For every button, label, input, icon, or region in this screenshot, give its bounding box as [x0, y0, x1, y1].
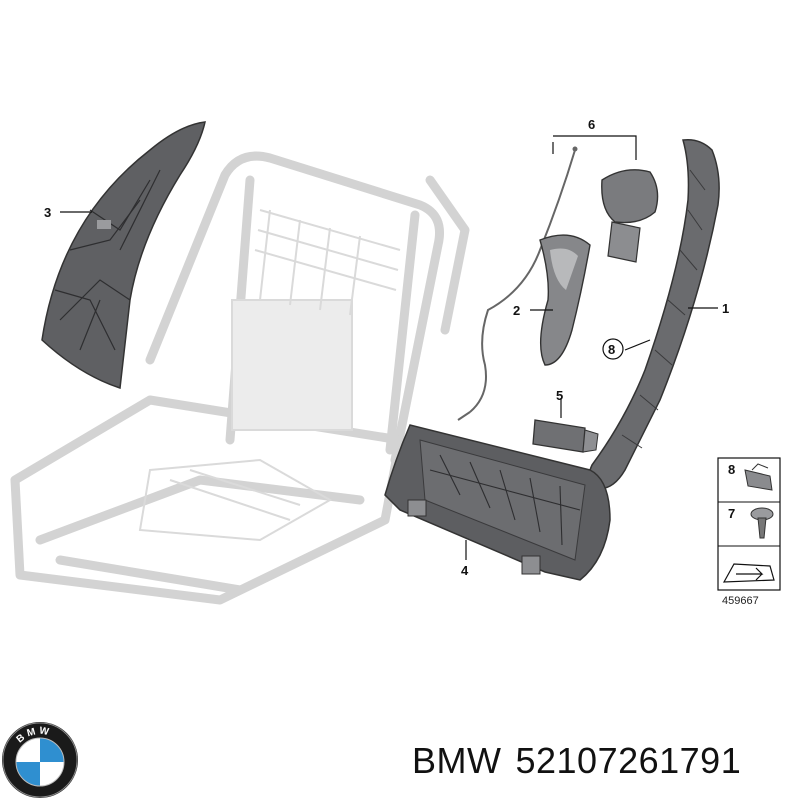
callout-2: 2	[513, 303, 520, 318]
brand-name: BMW	[412, 740, 502, 781]
screw-icon	[750, 507, 774, 539]
legend-number-8: 8	[728, 462, 735, 477]
leader-lines	[60, 135, 718, 560]
seat-frame-detail	[138, 209, 401, 542]
clip-icon	[744, 463, 773, 491]
seat-frame-ghost	[10, 151, 470, 605]
part-1-trim-strip	[588, 138, 720, 490]
part-number: 52107261791	[515, 740, 742, 781]
part-6-switch-and-cable	[457, 146, 659, 421]
fastener-legend: 8 7 459667	[717, 457, 781, 607]
callout-6: 6	[588, 117, 595, 132]
callout-4: 4	[461, 563, 469, 578]
callout-8: 8	[608, 342, 615, 357]
arrow-icon	[722, 563, 775, 583]
legend-number-7: 7	[728, 506, 735, 521]
callout-1: 1	[722, 301, 729, 316]
diagram-id: 459667	[722, 595, 759, 607]
part-5-bracket	[532, 419, 599, 453]
part-label: BMW 52107261791	[412, 740, 741, 782]
part-3-side-cover	[41, 121, 206, 389]
part-2-lever-cover	[539, 234, 591, 366]
bmw-logo: BMW	[2, 722, 78, 798]
callout-5: 5	[556, 388, 563, 403]
callout-3: 3	[44, 205, 51, 220]
part-4-side-panel	[384, 424, 611, 581]
callout-8-circled: 8	[602, 338, 624, 360]
